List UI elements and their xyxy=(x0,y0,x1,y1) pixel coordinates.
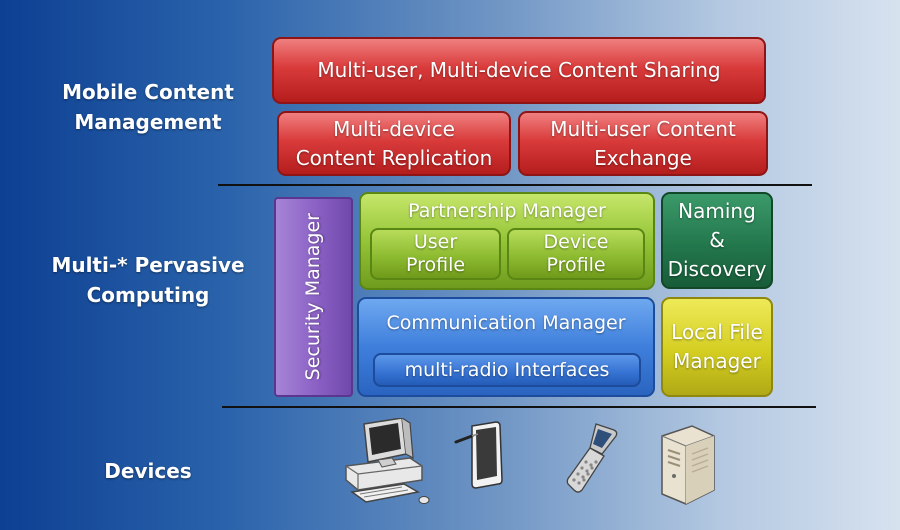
block-security-manager: Security Manager xyxy=(274,197,353,397)
layer-label-devices: Devices xyxy=(104,459,192,483)
user-profile-label: User Profile xyxy=(405,231,466,276)
divider-bottom xyxy=(222,406,816,408)
block-content-sharing-label: Multi-user, Multi-device Content Sharing xyxy=(317,58,721,82)
block-local-file-manager: Local File Manager xyxy=(661,297,773,397)
communication-manager-label: Communication Manager xyxy=(386,312,626,334)
flip-phone-icon xyxy=(566,423,618,493)
server-tower-icon xyxy=(661,425,715,505)
block-content-exchange-label: Multi-user Content Exchange xyxy=(550,116,736,170)
block-security-manager-label: Security Manager xyxy=(302,213,324,381)
tablet-stylus-icon xyxy=(454,421,503,489)
block-content-exchange: Multi-user Content Exchange xyxy=(518,111,768,176)
multi-radio-label: multi-radio Interfaces xyxy=(404,358,610,381)
block-device-profile: Device Profile xyxy=(507,228,645,280)
block-multi-radio-interfaces: multi-radio Interfaces xyxy=(373,353,641,387)
device-profile-label: Device Profile xyxy=(543,231,609,276)
block-content-replication-label: Multi-device Content Replication xyxy=(295,116,493,170)
block-naming-discovery: Naming & Discovery xyxy=(661,192,773,289)
block-partnership-manager: Partnership Manager User Profile Device … xyxy=(359,192,655,290)
desktop-computer-icon xyxy=(345,418,430,504)
block-user-profile: User Profile xyxy=(370,228,501,280)
naming-discovery-label: Naming & Discovery xyxy=(667,199,767,281)
block-communication-manager: Communication Manager multi-radio Interf… xyxy=(357,297,655,397)
partnership-manager-label: Partnership Manager xyxy=(408,200,606,222)
layer-label-mobile-content: Mobile Content Management xyxy=(62,80,234,134)
layer-label-pervasive: Multi-* Pervasive Computing xyxy=(51,253,245,307)
local-file-manager-label: Local File Manager xyxy=(671,320,763,373)
divider-top xyxy=(218,184,812,186)
block-content-replication: Multi-device Content Replication xyxy=(277,111,511,176)
block-content-sharing: Multi-user, Multi-device Content Sharing xyxy=(272,37,766,104)
